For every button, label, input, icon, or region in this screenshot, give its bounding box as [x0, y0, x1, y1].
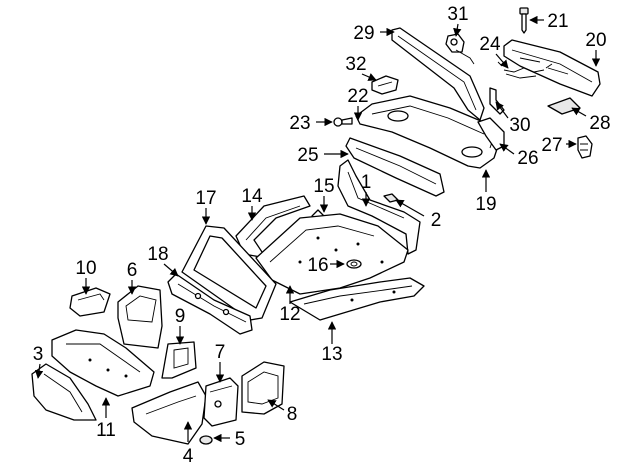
leader-32	[361, 73, 377, 81]
part-14-mat	[235, 195, 311, 259]
part-13-trunk-mat	[289, 277, 425, 321]
part-20-shelf-trim	[503, 39, 601, 97]
callout-11: 11	[96, 420, 116, 441]
leader-2	[395, 199, 425, 217]
callout-25: 25	[297, 145, 318, 166]
part-4-quarter-trim	[131, 381, 207, 445]
part-22-package-tray	[355, 95, 501, 169]
part-1-side-trim	[337, 159, 421, 255]
leader-31	[453, 23, 462, 37]
callout-4: 4	[183, 446, 194, 467]
callout-9: 9	[175, 306, 186, 327]
callout-2: 2	[431, 210, 442, 231]
part-27-handle	[577, 135, 593, 159]
callout-29: 29	[353, 23, 374, 44]
callout-7: 7	[215, 342, 226, 363]
callout-31: 31	[447, 4, 468, 25]
part-11-floor-trim	[51, 329, 155, 397]
part-31-latch	[445, 33, 475, 65]
callout-32: 32	[345, 54, 366, 75]
part-28-bracket	[547, 97, 581, 115]
callout-10: 10	[75, 258, 96, 279]
callout-27: 27	[541, 135, 562, 156]
leader-24	[495, 53, 509, 69]
callout-5: 5	[235, 429, 246, 450]
callout-16: 16	[307, 255, 328, 276]
callout-15: 15	[313, 176, 334, 197]
leader-18	[163, 263, 179, 277]
parts-layer	[31, 7, 601, 445]
callout-14: 14	[241, 186, 263, 207]
callout-30: 30	[509, 115, 530, 136]
leader-3	[34, 363, 44, 379]
part-7-container	[203, 377, 239, 427]
part-18-bracket	[167, 273, 253, 335]
callout-17: 17	[195, 188, 216, 209]
part-5-cap	[199, 435, 213, 445]
part-9-small-panel	[161, 341, 197, 379]
part-21-clip	[519, 7, 529, 34]
leader-30	[495, 101, 509, 119]
callout-22: 22	[347, 86, 368, 107]
leader-8	[267, 399, 285, 411]
callout-26: 26	[517, 148, 538, 169]
part-2-pin	[383, 193, 399, 203]
callout-28: 28	[589, 113, 610, 134]
callout-12: 12	[279, 304, 300, 325]
callout-3: 3	[33, 344, 44, 365]
callout-6: 6	[127, 260, 138, 281]
callouts-layer: 1 2 3 4 5 6 7 8 9 10 11 12 13 14 15 16 1…	[33, 4, 611, 467]
part-23-screw	[333, 117, 353, 127]
leader-26	[499, 143, 515, 155]
callout-8: 8	[287, 404, 298, 425]
callout-19: 19	[475, 194, 496, 215]
callout-20: 20	[585, 30, 606, 51]
callout-18: 18	[147, 244, 168, 265]
part-10-box	[69, 287, 111, 317]
part-3-left-side-trim	[31, 363, 97, 421]
part-6-bucket	[117, 285, 163, 349]
part-32-lamp-cover	[371, 75, 399, 95]
part-16-plug	[346, 259, 362, 269]
callout-24: 24	[479, 34, 501, 55]
leaders-layer	[34, 15, 601, 443]
callout-23: 23	[289, 113, 310, 134]
leader-28	[571, 107, 587, 117]
callout-1: 1	[361, 172, 372, 193]
callout-13: 13	[321, 344, 342, 365]
callout-21: 21	[547, 11, 568, 32]
